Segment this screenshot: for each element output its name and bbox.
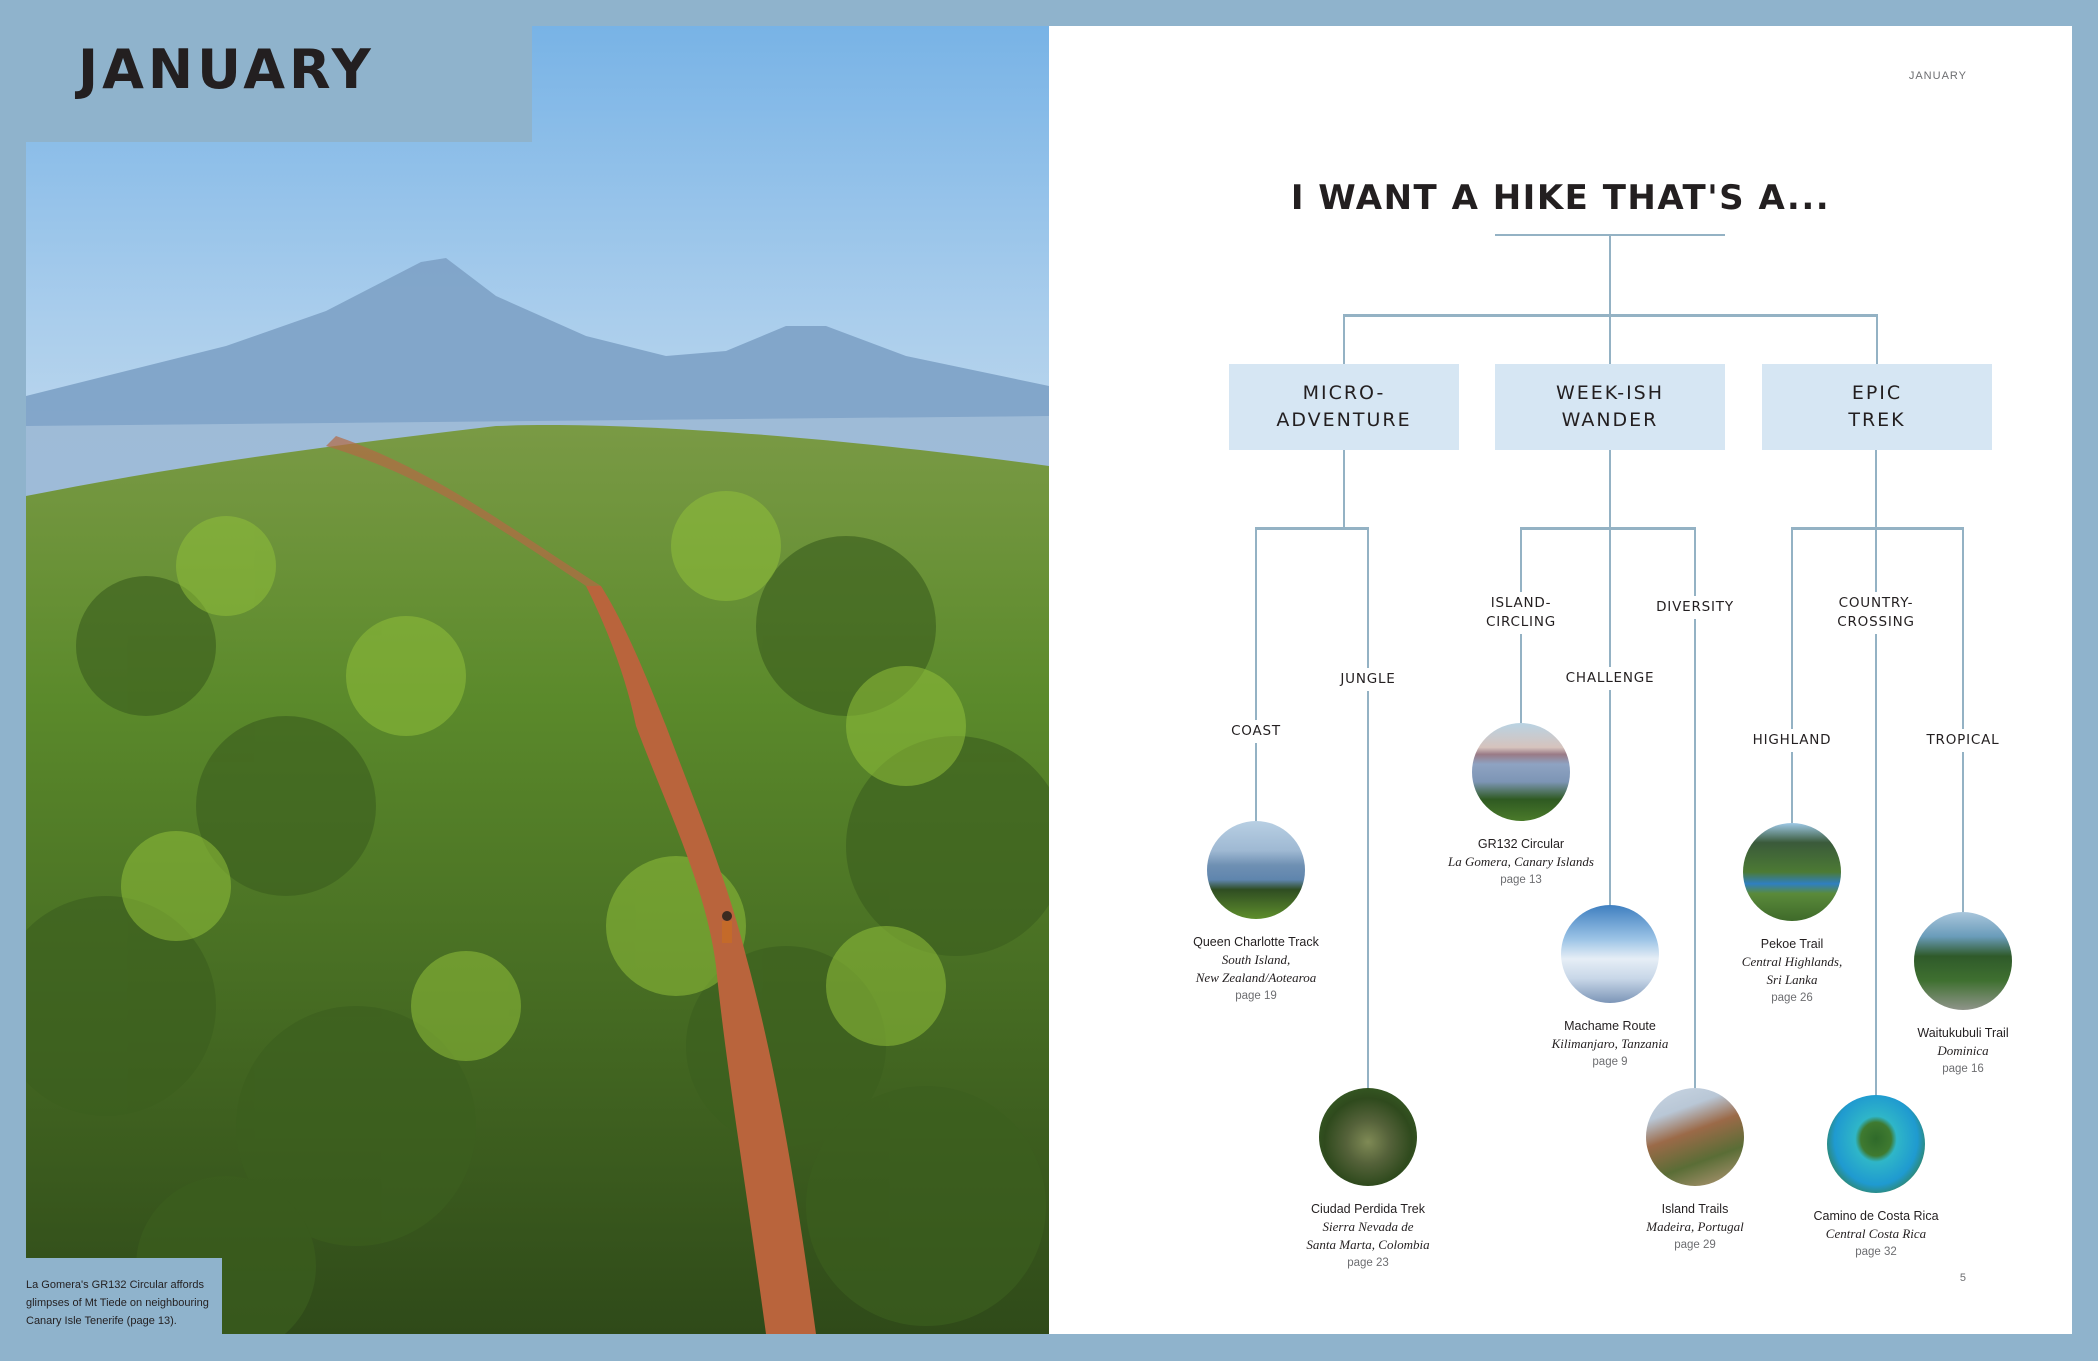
trail-location: South Island, — [1221, 952, 1291, 967]
category-label: EPIC — [1851, 382, 1903, 404]
trail-name: Ciudad Perdida Trek — [1311, 1202, 1425, 1216]
trail-location: Sierra Nevada de — [1322, 1219, 1414, 1234]
trail-page-ref: page 16 — [1942, 1063, 1984, 1075]
subcategory-jungle: JUNGLE — [1336, 668, 1400, 691]
trail-name: Queen Charlotte Track — [1193, 935, 1319, 949]
connector-line — [1791, 528, 1793, 824]
connector-line — [1962, 527, 1964, 913]
connector-line — [1343, 314, 1345, 364]
flowchart-page: JANUARY I WANT A HIKE THAT'S A... MICRO-… — [1049, 26, 2072, 1334]
page-headline: I WANT A HIKE THAT'S A... — [1290, 178, 1831, 218]
trail-thumbnail — [1207, 821, 1305, 919]
subcategory-challenge: CHALLENGE — [1561, 667, 1659, 690]
month-tab: JANUARY — [26, 26, 532, 142]
hero-photo: JANUARY La Gomera's GR132 Circular affor… — [26, 26, 1049, 1334]
trail-thumbnail — [1472, 723, 1570, 821]
mountain-trail-illustration — [26, 26, 1049, 1334]
connector-line — [1694, 527, 1696, 1090]
trail-machame-route[interactable]: Machame Route Kilimanjaro, Tanzania page… — [1490, 905, 1730, 1071]
trail-location: Kilimanjaro, Tanzania — [1551, 1036, 1669, 1051]
trail-thumbnail — [1914, 912, 2012, 1010]
trail-thumbnail — [1743, 823, 1841, 921]
subcategory-island-circling: ISLAND- CIRCLING — [1481, 592, 1561, 634]
trail-page-ref: page 26 — [1771, 992, 1813, 1004]
category-label: MICRO- — [1302, 382, 1386, 404]
category-label: ADVENTURE — [1276, 409, 1412, 431]
connector-line — [1609, 235, 1611, 315]
photo-caption: La Gomera's GR132 Circular affords glimp… — [26, 1279, 209, 1327]
subcategory-label: ISLAND- — [1490, 595, 1552, 611]
month-title: JANUARY — [78, 38, 375, 101]
caption-box: La Gomera's GR132 Circular affords glimp… — [26, 1258, 222, 1334]
category-label: WANDER — [1561, 409, 1659, 431]
connector-line — [1876, 314, 1878, 364]
running-head: JANUARY — [1908, 70, 1967, 82]
subcategory-country-crossing: COUNTRY- CROSSING — [1833, 592, 1919, 634]
trail-island-trails[interactable]: Island Trails Madeira, Portugal page 29 — [1575, 1088, 1815, 1254]
connector-line — [1343, 450, 1345, 528]
trail-location: Central Highlands, — [1741, 954, 1843, 969]
trail-name: Pekoe Trail — [1760, 937, 1824, 951]
category-label: WEEK-ISH — [1555, 382, 1665, 404]
trail-ciudad-perdida[interactable]: Ciudad Perdida Trek Sierra Nevada de San… — [1248, 1088, 1488, 1272]
trail-name: Machame Route — [1564, 1019, 1656, 1033]
category-micro-adventure: MICRO- ADVENTURE — [1229, 364, 1459, 450]
trail-location: Santa Marta, Colombia — [1306, 1237, 1430, 1252]
subcategory-coast: COAST — [1227, 720, 1285, 743]
connector-line — [1255, 527, 1369, 530]
trail-page-ref: page 32 — [1855, 1246, 1897, 1258]
subcategory-label: CIRCLING — [1485, 614, 1557, 630]
subcategory-diversity: DIVERSITY — [1652, 596, 1738, 619]
trail-name: GR132 Circular — [1477, 837, 1565, 851]
trail-thumbnail — [1319, 1088, 1417, 1186]
trail-thumbnail — [1646, 1088, 1744, 1186]
trail-location: New Zealand/Aotearoa — [1195, 970, 1317, 985]
trail-waitukubuli[interactable]: Waitukubuli Trail Dominica page 16 — [1843, 912, 2083, 1078]
subcategory-label: COUNTRY- — [1838, 595, 1914, 611]
trail-thumbnail — [1827, 1095, 1925, 1193]
connector-line — [1520, 527, 1695, 530]
connector-line — [1367, 527, 1369, 1089]
trail-name: Waitukubuli Trail — [1917, 1026, 2009, 1040]
trail-location: Madeira, Portugal — [1646, 1219, 1744, 1234]
trail-name: Camino de Costa Rica — [1813, 1209, 1939, 1223]
trail-pekoe-trail[interactable]: Pekoe Trail Central Highlands, Sri Lanka… — [1672, 823, 1912, 1007]
connector-line — [1791, 527, 1963, 530]
trail-location: Central Costa Rica — [1825, 1226, 1927, 1241]
trail-location: Sri Lanka — [1766, 972, 1818, 987]
category-week-ish-wander: WEEK-ISH WANDER — [1495, 364, 1725, 450]
trail-location: La Gomera, Canary Islands — [1448, 854, 1594, 869]
subcategory-highland: HIGHLAND — [1748, 729, 1836, 752]
trail-location: Dominica — [1937, 1043, 1989, 1058]
connector-line — [1609, 314, 1611, 364]
trail-queen-charlotte[interactable]: Queen Charlotte Track South Island, New … — [1136, 821, 1376, 1005]
trail-page-ref: page 19 — [1235, 990, 1277, 1002]
book-spread: JANUARY La Gomera's GR132 Circular affor… — [26, 26, 2072, 1334]
category-label: TREK — [1848, 409, 1906, 431]
trail-thumbnail — [1561, 905, 1659, 1003]
connector-line — [1255, 528, 1257, 822]
trail-page-ref: page 9 — [1592, 1056, 1628, 1068]
page-number: 5 — [1959, 1272, 1966, 1284]
subcategory-tropical: TROPICAL — [1922, 729, 2004, 752]
trail-page-ref: page 13 — [1500, 874, 1542, 886]
connector-line — [1875, 450, 1877, 1097]
subcategory-label: CROSSING — [1837, 614, 1915, 630]
trail-gr132-circular[interactable]: GR132 Circular La Gomera, Canary Islands… — [1401, 723, 1641, 889]
trail-name: Island Trails — [1661, 1202, 1729, 1216]
trail-camino-de-costa-rica[interactable]: Camino de Costa Rica Central Costa Rica … — [1756, 1095, 1996, 1261]
trail-page-ref: page 29 — [1674, 1239, 1716, 1251]
decision-tree: MICRO- ADVENTURE WEEK-ISH WANDER EPIC TR… — [1049, 26, 2072, 1334]
trail-page-ref: page 23 — [1347, 1257, 1389, 1269]
category-epic-trek: EPIC TREK — [1762, 364, 1992, 450]
